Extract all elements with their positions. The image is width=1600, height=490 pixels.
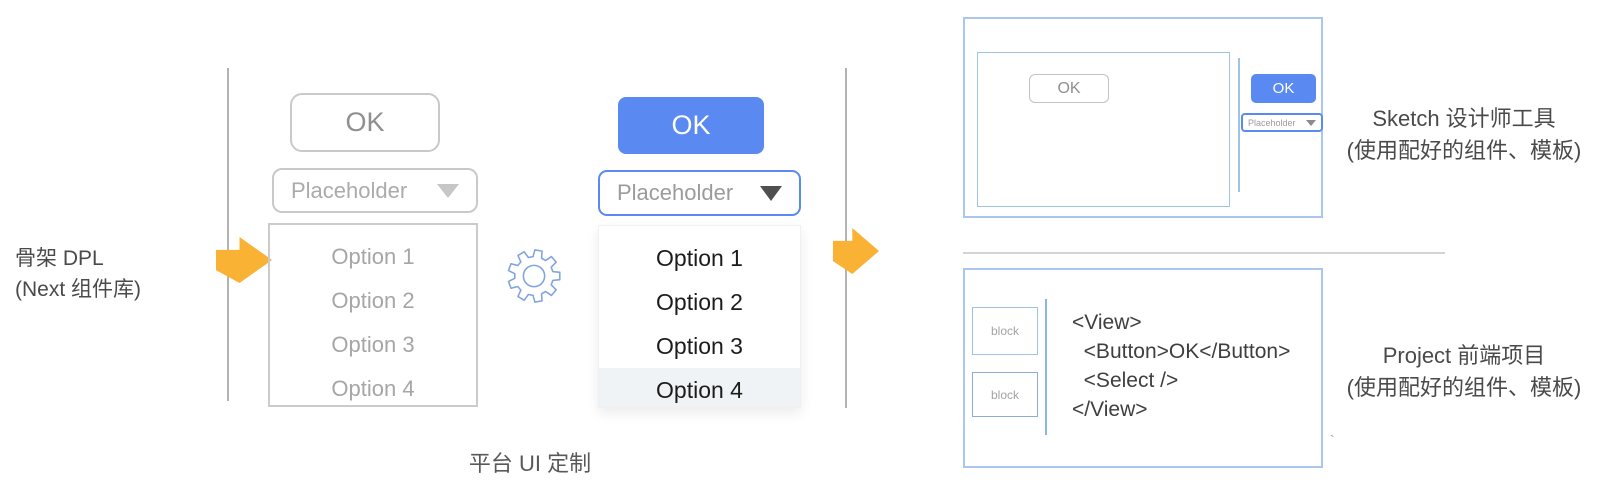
- stage-divider-right: [845, 68, 847, 408]
- dropdown-arrow-icon: [437, 183, 459, 198]
- sketch-component-select-placeholder: Placeholder: [1248, 117, 1296, 128]
- code-line-view-open: <View>: [1072, 311, 1142, 334]
- wireframe-ok-label: OK: [345, 107, 385, 137]
- stage-label-skeleton-dpl: 骨架 DPL (Next 组件库): [15, 243, 215, 305]
- dropdown-arrow-icon: [1306, 119, 1316, 126]
- project-code-divider: [1045, 299, 1047, 435]
- styled-option-3[interactable]: Option 3: [656, 332, 743, 359]
- sketch-component-ok-button[interactable]: OK: [1251, 74, 1316, 103]
- sketch-caption-line2: (使用配好的组件、模板): [1346, 138, 1582, 163]
- wireframe-option-1[interactable]: Option 1: [331, 244, 415, 269]
- styled-ok-button[interactable]: OK: [618, 97, 764, 154]
- sketch-artboard-ok-label: OK: [1057, 79, 1081, 97]
- wireframe-select-placeholder: Placeholder: [291, 177, 408, 203]
- stage-divider-left: [227, 68, 229, 401]
- project-block-1-label: block: [990, 324, 1019, 338]
- sketch-artboard: [977, 52, 1230, 207]
- project-caption-line1: Project 前端项目: [1382, 343, 1546, 368]
- styled-options-list: Option 1 Option 2 Option 3 Option 4: [598, 225, 801, 408]
- sketch-panel-divider: [1238, 58, 1240, 192]
- styled-ok-label: OK: [671, 110, 711, 140]
- wireframe-options-list: Option 1 Option 2 Option 3 Option 4: [268, 223, 478, 407]
- sketch-artboard-ok-button[interactable]: OK: [1029, 74, 1109, 103]
- styled-option-1[interactable]: Option 1: [656, 244, 743, 271]
- code-line-view-close: </View>: [1072, 398, 1148, 421]
- styled-option-4-selected[interactable]: Option 4: [599, 368, 800, 407]
- wireframe-select[interactable]: Placeholder: [272, 168, 478, 213]
- styled-option-2[interactable]: Option 2: [656, 288, 743, 315]
- project-window: [963, 268, 1323, 468]
- dropdown-arrow-icon: [760, 185, 782, 201]
- stage-label-platform-ui: 平台 UI 定制: [468, 451, 592, 476]
- code-line-button: <Button>OK</Button>: [1072, 340, 1291, 363]
- sketch-component-select[interactable]: Placeholder: [1241, 113, 1323, 132]
- project-block-2-label: block: [990, 387, 1019, 402]
- arrow-right-icon: [216, 237, 272, 283]
- sketch-component-ok-label: OK: [1272, 80, 1295, 97]
- project-block-1: block: [972, 307, 1038, 355]
- wireframe-ok-button[interactable]: OK: [290, 93, 440, 152]
- right-panels-divider: [963, 252, 1445, 254]
- arrow-right-icon: [833, 228, 879, 274]
- sketch-caption: Sketch 设计师工具 (使用配好的组件、模板): [1328, 103, 1600, 167]
- styled-select[interactable]: Placeholder: [598, 170, 801, 216]
- styled-select-placeholder: Placeholder: [617, 180, 734, 205]
- wireframe-option-2[interactable]: Option 2: [331, 288, 415, 313]
- project-caption-line2: (使用配好的组件、模板): [1346, 375, 1582, 400]
- gear-icon: [507, 249, 561, 303]
- sketch-tool-window: [963, 17, 1323, 218]
- wireframe-option-3[interactable]: Option 3: [331, 332, 415, 357]
- sketch-caption-line1: Sketch 设计师工具: [1372, 106, 1556, 131]
- wireframe-option-4[interactable]: Option 4: [331, 376, 415, 401]
- stage-label-line2: (Next 组件库): [15, 278, 141, 301]
- stray-tick-mark: `: [1330, 432, 1335, 448]
- project-caption: Project 前端项目 (使用配好的组件、模板): [1328, 340, 1600, 404]
- project-code-snippet: <View> <Button>OK</Button> <Select /> </…: [1072, 308, 1290, 424]
- project-block-2: block: [972, 372, 1038, 417]
- stage-label-line1: 骨架 DPL: [15, 247, 104, 270]
- code-line-select: <Select />: [1072, 369, 1179, 392]
